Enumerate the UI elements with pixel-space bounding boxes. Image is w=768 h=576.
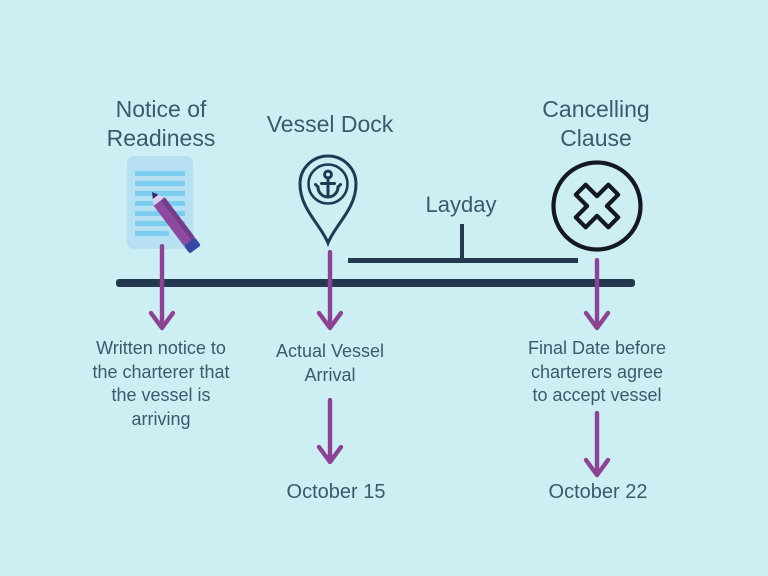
arrow-october-15-icon [316, 398, 344, 465]
arrow-october-22-icon [583, 411, 611, 478]
arrow-vessel-icon [316, 250, 344, 331]
pencil-icon [152, 192, 201, 253]
anchor-pin-icon [298, 154, 358, 247]
layday-label: Layday [425, 192, 497, 217]
layday-bracket [348, 258, 578, 263]
circle-x-icon [551, 160, 643, 252]
title-vessel-dock: Vessel Dock [266, 111, 394, 137]
description-notice: Written notice to the charterer that the… [92, 338, 230, 429]
date-october-15: October 15 [286, 481, 386, 503]
timeline-bar [116, 279, 635, 287]
description-vessel: Actual Vessel Arrival [275, 341, 385, 385]
document-pencil-icon [127, 156, 201, 253]
layday-tick [460, 224, 464, 260]
title-notice-of-readiness: Notice of Readiness [106, 96, 216, 151]
title-cancelling-clause: Cancelling Clause [542, 96, 650, 151]
anchor-icon [314, 169, 342, 199]
description-cancelling: Final Date before charterers agree to ac… [527, 338, 667, 405]
arrow-notice-icon [148, 244, 176, 331]
arrow-cancelling-icon [583, 258, 611, 331]
date-october-22: October 22 [548, 481, 648, 503]
